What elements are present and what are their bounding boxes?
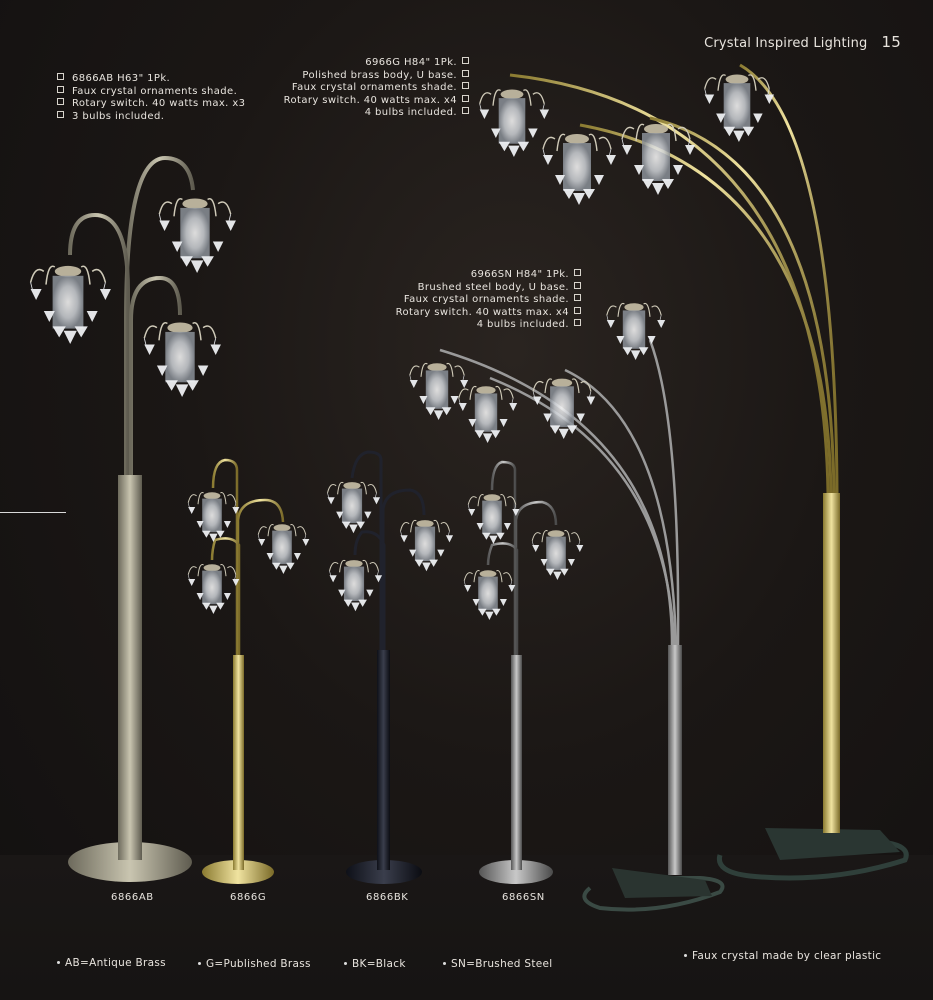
divider-rule [0,512,66,513]
spec-line: 4 bulbs included. [396,319,586,332]
spec-line: Faux crystal ornaments shade. [57,85,245,99]
spec-block-6966g: 6966G H84" 1Pk. Polished brass body, U b… [284,57,474,120]
spec-line: 6966SN H84" 1Pk. [396,269,586,282]
spec-line: 6966G H84" 1Pk. [284,57,474,70]
spec-line: 6866AB H63" 1Pk. [57,73,245,86]
checkbox-icon [462,107,469,114]
checkbox-icon [57,85,64,93]
spec-line: Rotary switch. 40 watts max. x4 [284,94,474,108]
spec-line: 3 bulbs included. [57,110,245,124]
bullet-icon [344,962,347,965]
checkbox-icon [574,319,581,326]
checkbox-icon [462,82,469,89]
model-label-6866g: 6866G [230,892,267,903]
spec-block-6866ab: 6866AB H63" 1Pk. Faux crystal ornaments … [57,73,245,123]
legend-item: SN=Brushed Steel [443,958,553,970]
spec-line: Rotary switch. 40 watts max. x3 [57,98,245,111]
legend-item: AB=Antique Brass [57,957,166,969]
model-label-6866bk: 6866BK [366,892,409,903]
spec-line: Faux crystal ornaments shade. [284,82,474,95]
lamp-6866ab [29,155,237,882]
lamp-6866g [187,458,310,884]
lamp-6966sn [409,302,725,912]
model-label-6866ab: 6866AB [111,892,154,903]
bullet-icon [198,962,201,965]
spec-line: Brushed steel body, U base. [396,281,586,295]
legend-item: G=Published Brass [198,958,311,970]
checkbox-icon [462,94,469,102]
section-title: Crystal Inspired Lighting [704,36,868,51]
lamp-6866bk [327,450,454,884]
lamp-6966g [479,63,909,881]
checkbox-icon [574,269,581,276]
model-label-6866sn: 6866SN [502,892,545,903]
lamp-6866sn [463,460,584,884]
checkbox-icon [462,69,469,77]
checkbox-icon [57,110,64,118]
material-note: Faux crystal made by clear plastic [684,950,881,962]
checkbox-icon [462,57,469,64]
page-header: Crystal Inspired Lighting 15 [704,33,901,51]
checkbox-icon [574,294,581,301]
spec-block-6966sn: 6966SN H84" 1Pk. Brushed steel body, U b… [396,269,586,332]
legend-item: BK=Black [344,958,406,970]
checkbox-icon [574,306,581,314]
checkbox-icon [574,281,581,289]
spec-line: 4 bulbs included. [284,107,474,120]
spec-line: Polished brass body, U base. [284,69,474,83]
bullet-icon [684,954,687,957]
bullet-icon [443,962,446,965]
checkbox-icon [57,73,64,80]
bullet-icon [57,961,60,964]
spec-line: Faux crystal ornaments shade. [396,294,586,307]
checkbox-icon [57,98,64,105]
spec-line: Rotary switch. 40 watts max. x4 [396,306,586,320]
page-number: 15 [881,33,901,51]
